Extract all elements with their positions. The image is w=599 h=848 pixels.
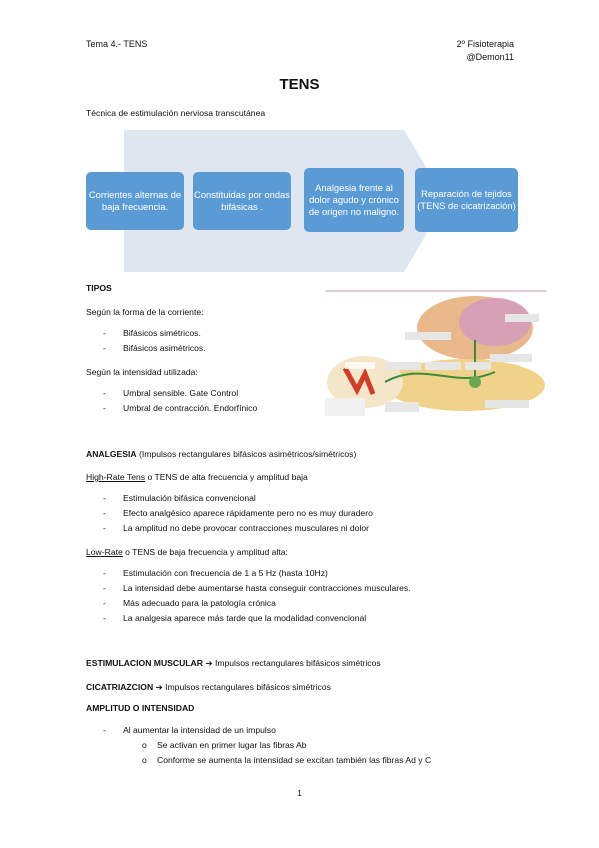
amplitud-heading: AMPLITUD O INTENSIDAD: [86, 703, 195, 713]
header-left: Tema 4.- TENS: [86, 39, 148, 49]
list-item-text: Estimulación bifásica convencional: [123, 493, 256, 503]
list-item-text: Al aumentar la intensidad de un impulso: [123, 725, 276, 735]
arrow-right-icon: ➔: [155, 682, 163, 692]
high-rate-label: High-Rate Tens: [86, 472, 146, 482]
process-box-1-label: Corrientes alternas de baja frecuencia.: [88, 189, 182, 212]
list-item-text: Bifásicos simétricos.: [123, 328, 201, 338]
process-box-2: Constituidas por ondas bifásicas .: [193, 172, 291, 230]
low-rate-heading: Low-Rate o TENS de baja frecuencia y amp…: [86, 547, 288, 558]
sub-list-item-text: Se activan en primer lugar las fibras Ab: [157, 740, 307, 750]
page-title: TENS: [279, 76, 320, 93]
list-item-text: Más adecuado para la patología crónica: [123, 598, 276, 608]
cicatrizacion-line: CICATRIAZCION ➔ Impulsos rectangulares b…: [86, 682, 331, 693]
process-box-4-label: Reparación de tejidos (TENS de cicatriza…: [417, 188, 516, 211]
process-box-2-label: Constituidas por ondas bifásicas .: [194, 189, 290, 212]
process-diagram: Corrientes alternas de baja frecuencia. …: [86, 130, 524, 272]
list-item-text: Umbral de contracción. Endorfínico: [123, 403, 258, 413]
header-right-course: 2º Fisioterapia: [456, 39, 514, 49]
analgesia-heading-bold: ANALGESIA: [86, 449, 137, 459]
page-number: 1: [297, 788, 302, 798]
neural-pathway-illustration: [325, 290, 547, 418]
estimulacion-heading: ESTIMULACION MUSCULAR: [86, 658, 203, 668]
cicatrizacion-rest: Impulsos rectangulares bifásicos simétri…: [162, 682, 331, 692]
process-box-3: Analgesia frente al dolor agudo y crónic…: [304, 168, 404, 232]
header-right-author: @Demon11: [466, 52, 515, 62]
high-rate-rest: o TENS de alta frecuencia y amplitud baj…: [145, 472, 308, 482]
list-item-text: La intensidad debe aumentarse hasta cons…: [123, 583, 411, 593]
arrow-right-icon: ➔: [205, 658, 213, 668]
cicatrizacion-heading: CICATRIAZCION: [86, 682, 154, 692]
subtitle: Técnica de estimulación nerviosa transcu…: [86, 108, 266, 118]
analgesia-heading: ANALGESIA (Impulsos rectangulares bifási…: [86, 449, 356, 460]
process-box-3-label: Analgesia frente al dolor agudo y crónic…: [308, 182, 400, 217]
list-item-text: La analgesia aparece más tarde que la mo…: [123, 613, 367, 623]
tipos-intensidad-label: Según la intensidad utilizada:: [86, 367, 198, 377]
high-rate-heading: High-Rate Tens o TENS de alta frecuencia…: [86, 472, 308, 483]
list-item-text: Estimulación con frecuencia de 1 a 5 Hz …: [123, 568, 328, 578]
process-box-4: Reparación de tejidos (TENS de cicatriza…: [415, 168, 518, 232]
list-item-text: Umbral sensible. Gate Control: [123, 388, 239, 398]
sub-list-item-text: Conforme se aumenta la intensidad se exc…: [157, 755, 432, 765]
list-item-text: Bifásicos asimétricos.: [123, 343, 206, 353]
low-rate-label: Low-Rate: [86, 547, 123, 557]
estimulacion-rest: Impulsos rectangulares bifásicos simétri…: [212, 658, 381, 668]
list-item-text: Efecto analgésico aparece rápidamente pe…: [123, 508, 373, 518]
tipos-heading: TIPOS: [86, 283, 112, 293]
list-item-text: La amplitud no debe provocar contraccion…: [123, 523, 370, 533]
tipos-forma-label: Según la forma de la corriente:: [86, 307, 204, 317]
estimulacion-line: ESTIMULACION MUSCULAR ➔ Impulsos rectang…: [86, 658, 381, 669]
low-rate-rest: o TENS de baja frecuencia y amplitud alt…: [122, 547, 288, 557]
analgesia-heading-rest: (Impulsos rectangulares bifásicos asimét…: [136, 449, 357, 459]
process-box-1: Corrientes alternas de baja frecuencia.: [86, 172, 184, 230]
neural-pathway-image: [325, 290, 547, 416]
